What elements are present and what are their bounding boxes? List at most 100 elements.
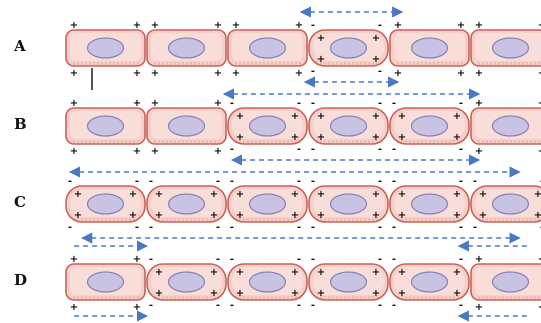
row-label-b: B xyxy=(14,115,27,133)
positive-charge: + xyxy=(398,267,406,278)
positive-charge: + xyxy=(453,210,461,221)
positive-charge: + xyxy=(155,288,163,299)
depolarized-cell: ++++---- xyxy=(66,176,145,233)
positive-charge: + xyxy=(372,33,380,44)
negative-charge: - xyxy=(230,300,234,311)
positive-charge: + xyxy=(317,111,325,122)
depolarized-cell: ++++---- xyxy=(309,98,388,155)
positive-charge: + xyxy=(453,132,461,143)
positive-charge: + xyxy=(534,210,541,221)
negative-charge: - xyxy=(459,98,463,109)
positive-charge: + xyxy=(317,210,325,221)
cell-row-b: ++++++++++++----++++----++++----++++ xyxy=(66,98,541,157)
row-label-a: A xyxy=(14,37,26,55)
nucleus xyxy=(493,194,529,214)
positive-charge: + xyxy=(236,210,244,221)
negative-charge: - xyxy=(297,98,301,109)
nucleus xyxy=(169,194,205,214)
positive-charge: + xyxy=(295,68,303,79)
positive-charge: + xyxy=(133,98,141,109)
nucleus xyxy=(493,116,529,136)
nucleus xyxy=(169,38,205,58)
resting-cell: ++++ xyxy=(147,20,226,79)
positive-charge: + xyxy=(210,267,218,278)
nucleus xyxy=(88,38,124,58)
positive-charge: + xyxy=(151,98,159,109)
positive-charge: + xyxy=(133,20,141,31)
positive-charge: + xyxy=(210,288,218,299)
resting-cell: ++++ xyxy=(147,98,226,157)
negative-charge: - xyxy=(392,300,396,311)
positive-charge: + xyxy=(398,132,406,143)
negative-charge: - xyxy=(311,222,315,233)
positive-charge: + xyxy=(291,132,299,143)
positive-charge: + xyxy=(232,68,240,79)
positive-charge: + xyxy=(133,302,141,313)
nucleus xyxy=(331,272,367,292)
positive-charge: + xyxy=(74,210,82,221)
negative-charge: - xyxy=(297,176,301,187)
negative-charge: - xyxy=(216,300,220,311)
positive-charge: + xyxy=(475,146,483,157)
negative-charge: - xyxy=(392,176,396,187)
positive-charge: + xyxy=(475,20,483,31)
positive-charge: + xyxy=(236,267,244,278)
positive-charge: + xyxy=(534,189,541,200)
positive-charge: + xyxy=(372,132,380,143)
positive-charge: + xyxy=(155,189,163,200)
nucleus xyxy=(169,116,205,136)
resting-cell: ++++ xyxy=(471,20,541,79)
negative-charge: - xyxy=(297,222,301,233)
depolarized-cell: ++++---- xyxy=(309,254,388,311)
positive-charge: + xyxy=(236,189,244,200)
positive-charge: + xyxy=(210,210,218,221)
positive-charge: + xyxy=(372,210,380,221)
negative-charge: - xyxy=(392,144,396,155)
positive-charge: + xyxy=(291,267,299,278)
positive-charge: + xyxy=(291,111,299,122)
negative-charge: - xyxy=(149,222,153,233)
depolarized-cell: ++++---- xyxy=(228,176,307,233)
cells-layer: ++++++++++++++++----++++++++++++++++++++… xyxy=(66,20,541,313)
cell-row-d: ++++++++----++++----++++----++++----++++ xyxy=(66,254,541,313)
nucleus xyxy=(412,194,448,214)
negative-charge: - xyxy=(392,254,396,265)
negative-charge: - xyxy=(297,144,301,155)
depolarized-cell: ++++---- xyxy=(390,176,469,233)
depolarized-cell: ++++---- xyxy=(228,98,307,155)
nucleus xyxy=(169,272,205,292)
negative-charge: - xyxy=(230,98,234,109)
cell-row-a: ++++++++++++++++----++++++++ xyxy=(66,20,541,90)
positive-charge: + xyxy=(398,189,406,200)
depolarized-cell: ++++---- xyxy=(309,20,388,77)
positive-charge: + xyxy=(453,189,461,200)
negative-charge: - xyxy=(378,20,382,31)
negative-charge: - xyxy=(230,254,234,265)
positive-charge: + xyxy=(155,210,163,221)
positive-charge: + xyxy=(372,111,380,122)
depolarized-cell: ++++---- xyxy=(390,254,469,311)
negative-charge: - xyxy=(311,20,315,31)
positive-charge: + xyxy=(70,302,78,313)
positive-charge: + xyxy=(372,267,380,278)
negative-charge: - xyxy=(311,144,315,155)
nucleus xyxy=(493,272,529,292)
positive-charge: + xyxy=(70,254,78,265)
positive-charge: + xyxy=(457,20,465,31)
negative-charge: - xyxy=(230,176,234,187)
nucleus xyxy=(88,194,124,214)
nucleus xyxy=(412,116,448,136)
resting-cell: ++++ xyxy=(471,98,541,157)
positive-charge: + xyxy=(453,111,461,122)
nucleus xyxy=(250,116,286,136)
negative-charge: - xyxy=(311,66,315,77)
positive-charge: + xyxy=(453,267,461,278)
positive-charge: + xyxy=(151,20,159,31)
depolarized-cell: ++++---- xyxy=(471,176,541,233)
negative-charge: - xyxy=(230,222,234,233)
positive-charge: + xyxy=(475,302,483,313)
positive-charge: + xyxy=(214,20,222,31)
nucleus xyxy=(331,38,367,58)
positive-charge: + xyxy=(232,20,240,31)
positive-charge: + xyxy=(475,68,483,79)
